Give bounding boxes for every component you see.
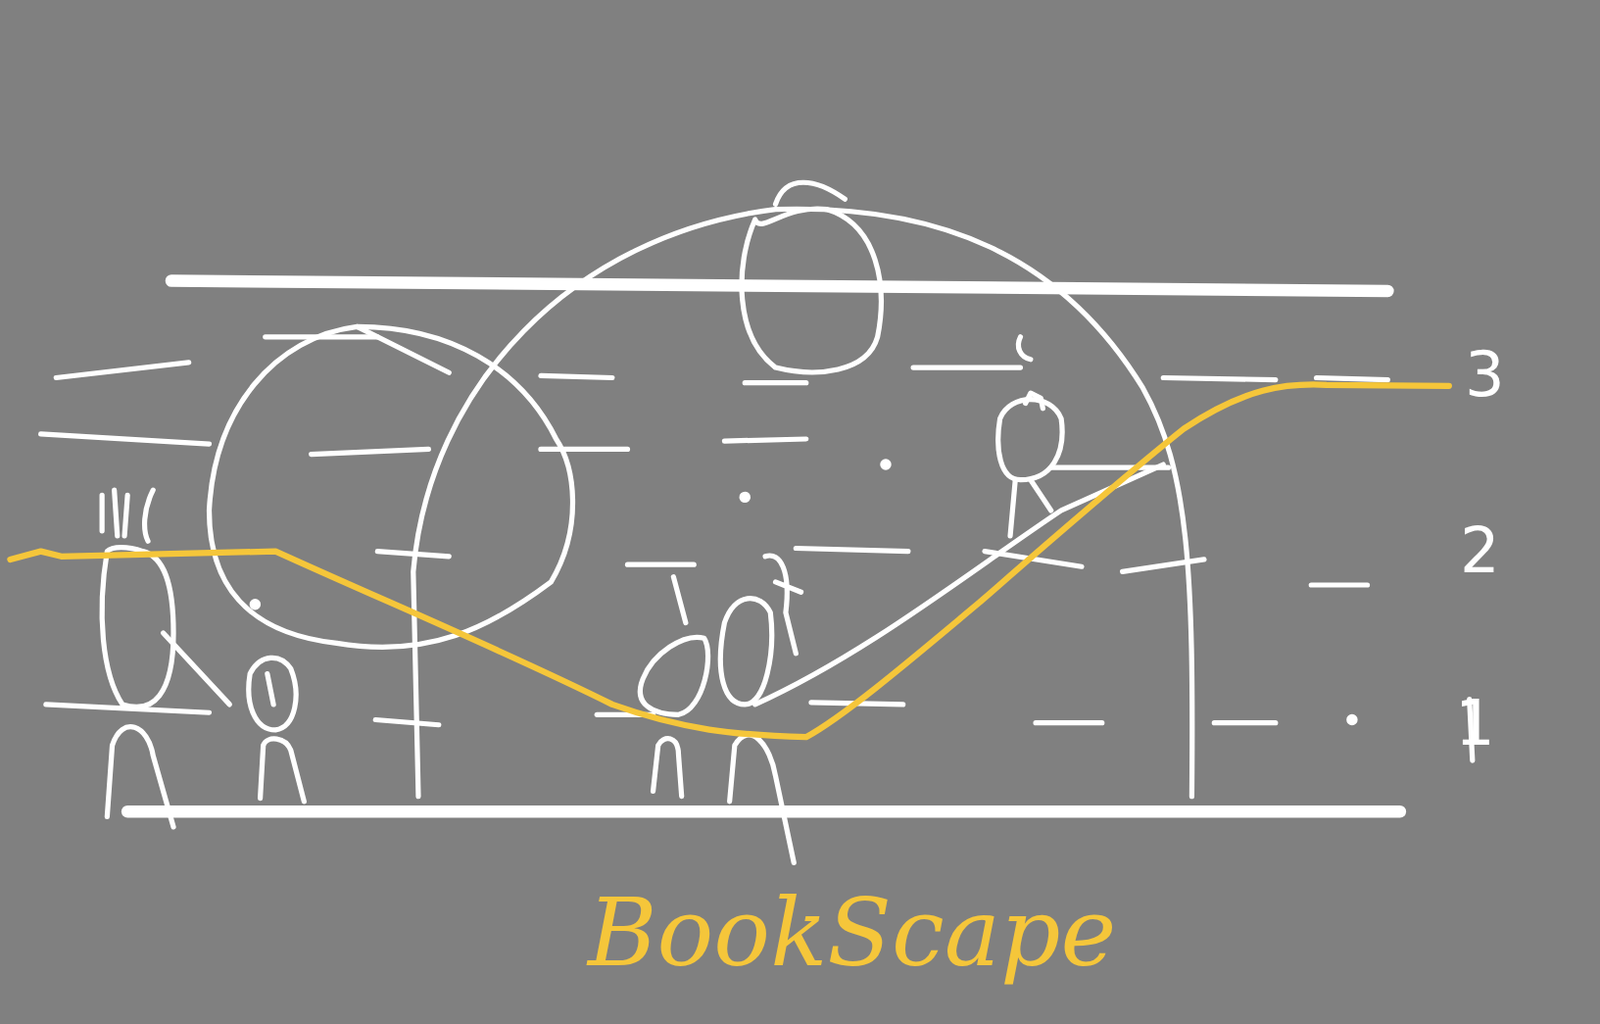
level-number: 1 [1454, 691, 1496, 755]
level-number: 2 [1459, 519, 1501, 582]
level-number: 3 [1464, 342, 1505, 406]
caption: BookScape [587, 885, 1116, 980]
